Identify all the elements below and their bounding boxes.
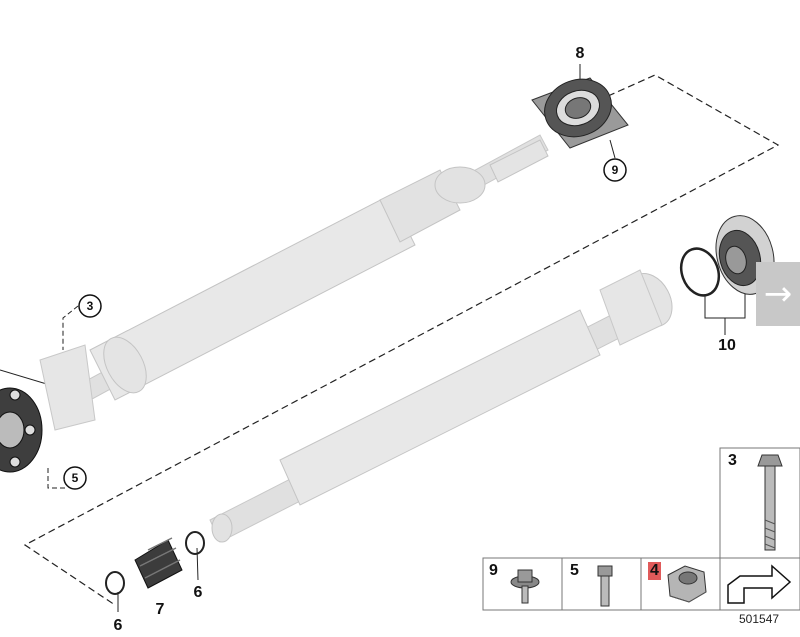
- callout-10: 10: [718, 337, 736, 354]
- flange-bolt-icon: [510, 569, 540, 604]
- callout-5: 5: [63, 466, 87, 490]
- table-cell-4-number: 4: [648, 562, 661, 580]
- svg-text:5: 5: [72, 471, 79, 485]
- callout-6b: 6: [114, 617, 123, 634]
- assembly-outline: [23, 74, 780, 606]
- table-cell-9-number: 9: [489, 562, 498, 579]
- svg-text:3: 3: [87, 299, 94, 313]
- leader-lines: [0, 64, 746, 612]
- callout-6a: 6: [194, 584, 203, 601]
- lower-drive-shaft: [209, 269, 673, 543]
- table-cell-5-number: 5: [570, 562, 579, 579]
- hex-nut-icon: [667, 565, 707, 603]
- arrow-right-icon: →: [763, 274, 793, 314]
- next-button[interactable]: →: [756, 262, 800, 326]
- short-bolt-icon: [597, 565, 613, 607]
- upper-drive-shaft: [39, 134, 549, 431]
- callout-9: 9: [603, 158, 627, 182]
- reference-number: 501547: [739, 612, 780, 626]
- callout-7: 7: [156, 601, 165, 618]
- parts-table: [482, 447, 800, 611]
- center-bearing: [531, 77, 629, 149]
- long-bolt-icon: [757, 454, 783, 551]
- boot-and-rings: [105, 531, 205, 595]
- flex-disc: [0, 387, 43, 473]
- table-cell-3-number: 3: [728, 452, 737, 469]
- callout-8: 8: [576, 45, 585, 62]
- svg-text:9: 9: [612, 163, 619, 177]
- reference-arrow-icon: [727, 564, 792, 604]
- callout-3: 3: [78, 294, 102, 318]
